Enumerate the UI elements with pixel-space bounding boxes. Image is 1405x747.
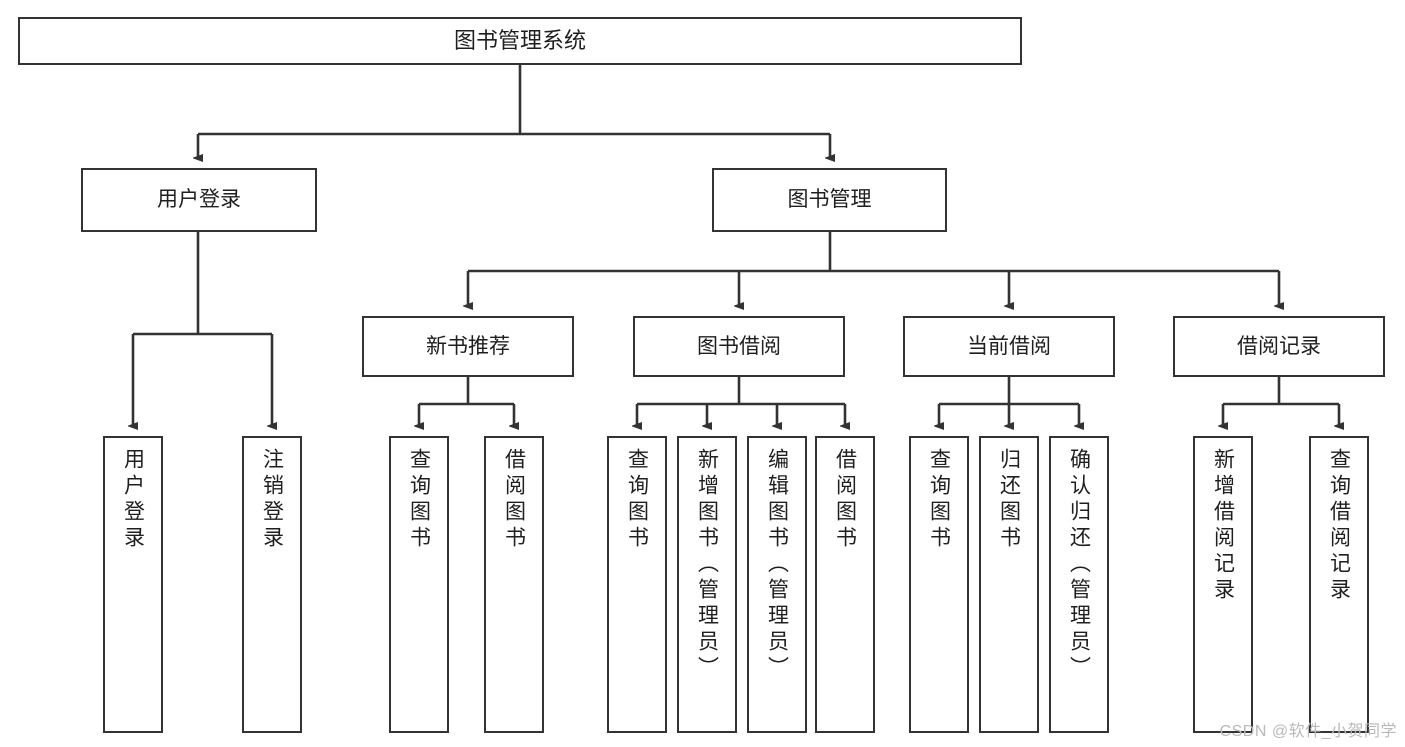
node-borrow-record[interactable]: 借阅记录 bbox=[1173, 316, 1385, 377]
node-leaf-return-book-label: 归还图书 bbox=[997, 448, 1021, 552]
node-leaf-logout[interactable]: 注销登录 bbox=[242, 436, 302, 733]
node-user-login[interactable]: 用户登录 bbox=[81, 168, 317, 232]
node-leaf-query-book-1-label: 查询图书 bbox=[407, 448, 431, 552]
node-new-book-recommend[interactable]: 新书推荐 bbox=[362, 316, 574, 377]
node-leaf-user-login[interactable]: 用户登录 bbox=[103, 436, 163, 733]
node-leaf-add-book-admin[interactable]: 新增图书（管理员） bbox=[677, 436, 737, 733]
node-user-login-label: 用户登录 bbox=[157, 188, 241, 212]
node-root[interactable]: 图书管理系统 bbox=[18, 17, 1022, 65]
watermark-text: CSDN @软件_小贺同学 bbox=[1219, 723, 1397, 740]
node-leaf-edit-book-admin-label: 编辑图书（管理员） bbox=[765, 448, 789, 682]
node-current-borrow-label: 当前借阅 bbox=[967, 334, 1051, 358]
node-leaf-confirm-return-admin[interactable]: 确认归还（管理员） bbox=[1049, 436, 1109, 733]
node-leaf-query-book-1[interactable]: 查询图书 bbox=[389, 436, 449, 733]
node-leaf-user-login-label: 用户登录 bbox=[121, 448, 145, 552]
node-book-borrow-label: 图书借阅 bbox=[697, 334, 781, 358]
node-leaf-add-borrow-record-label: 新增借阅记录 bbox=[1211, 448, 1235, 604]
node-book-management[interactable]: 图书管理 bbox=[712, 168, 947, 232]
node-leaf-query-book-2[interactable]: 查询图书 bbox=[607, 436, 667, 733]
node-leaf-query-borrow-record[interactable]: 查询借阅记录 bbox=[1309, 436, 1369, 733]
node-current-borrow[interactable]: 当前借阅 bbox=[903, 316, 1115, 377]
node-borrow-record-label: 借阅记录 bbox=[1237, 334, 1321, 358]
node-book-borrow[interactable]: 图书借阅 bbox=[633, 316, 845, 377]
node-book-management-label: 图书管理 bbox=[787, 188, 872, 212]
node-leaf-query-book-3[interactable]: 查询图书 bbox=[909, 436, 969, 733]
node-root-label: 图书管理系统 bbox=[453, 27, 586, 53]
node-leaf-query-book-2-label: 查询图书 bbox=[625, 448, 649, 552]
node-leaf-query-borrow-record-label: 查询借阅记录 bbox=[1327, 448, 1351, 604]
node-leaf-edit-book-admin[interactable]: 编辑图书（管理员） bbox=[747, 436, 807, 733]
node-leaf-borrow-book-2-label: 借阅图书 bbox=[833, 448, 857, 552]
node-leaf-borrow-book-1-label: 借阅图书 bbox=[502, 448, 526, 552]
node-leaf-return-book[interactable]: 归还图书 bbox=[979, 436, 1039, 733]
node-leaf-query-book-3-label: 查询图书 bbox=[927, 448, 951, 552]
node-leaf-logout-label: 注销登录 bbox=[260, 448, 284, 552]
node-leaf-borrow-book-1[interactable]: 借阅图书 bbox=[484, 436, 544, 733]
node-leaf-add-book-admin-label: 新增图书（管理员） bbox=[695, 448, 719, 682]
node-new-book-recommend-label: 新书推荐 bbox=[426, 334, 510, 358]
node-leaf-borrow-book-2[interactable]: 借阅图书 bbox=[815, 436, 875, 733]
node-leaf-add-borrow-record[interactable]: 新增借阅记录 bbox=[1193, 436, 1253, 733]
node-leaf-confirm-return-admin-label: 确认归还（管理员） bbox=[1067, 448, 1091, 682]
